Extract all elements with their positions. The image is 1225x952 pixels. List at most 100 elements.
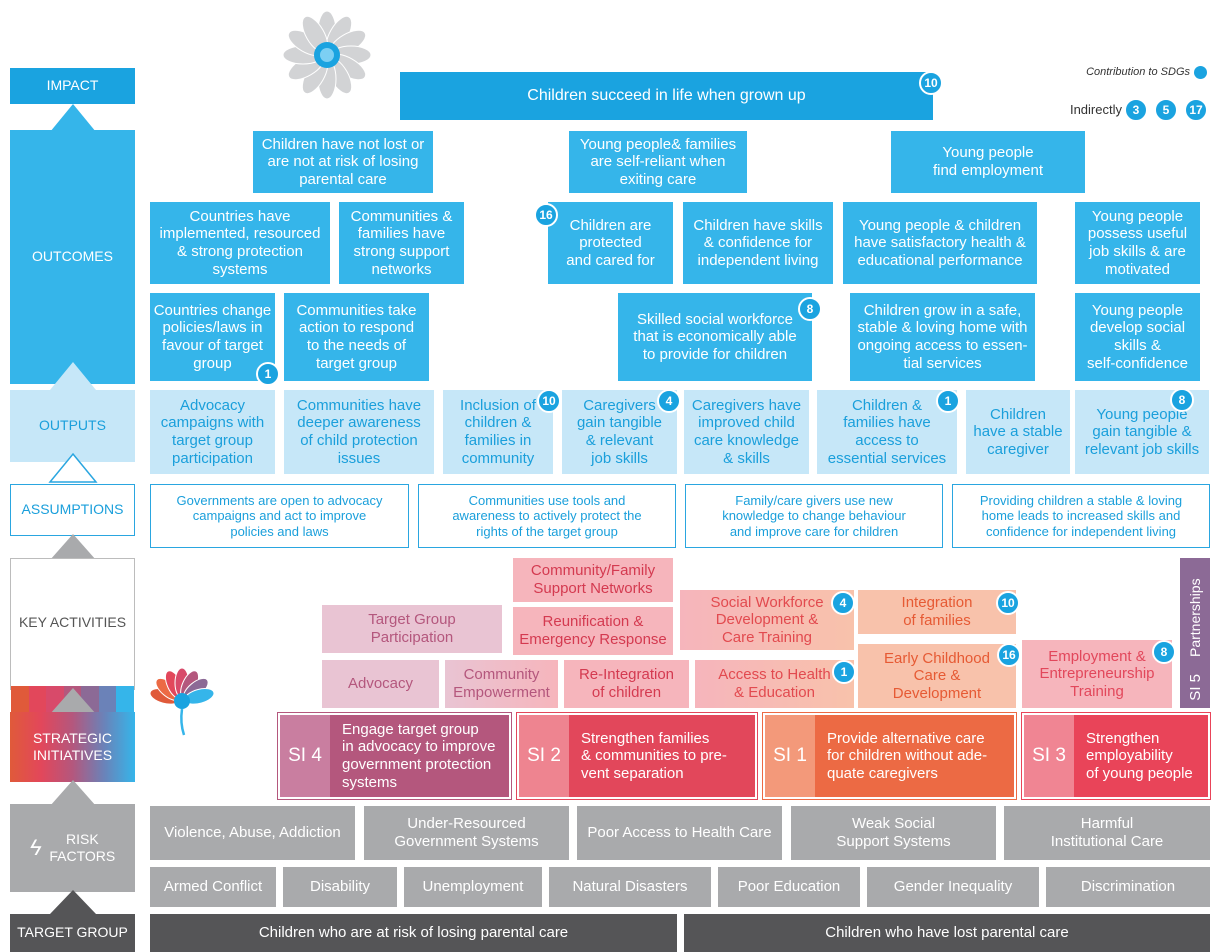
risk-factor: Disability [283,867,397,907]
arrow-up-icon [50,890,96,914]
sdg-badge: 8 [798,297,822,321]
si-number: SI 3 [1024,715,1074,797]
activity-early-childhood: Early Childhood Care & Development [858,644,1016,708]
activity-community-family-support: Community/Family Support Networks [513,558,673,602]
sdg-indirectly-label: Indirectly [1069,102,1122,118]
activity-access-health: Access to Health & Education [695,660,854,708]
si-text: Strengthen employability of young people [1086,729,1193,782]
outcome-box: Children have not lost or are not at ris… [253,131,433,193]
sdg-badge: 16 [997,643,1021,667]
outcome-box: Countries have implemented, resourced & … [150,202,330,284]
arrow-up-icon [50,362,96,390]
assumption-box: Communities use tools and awareness to a… [418,484,676,548]
sdg-badge: 8 [1152,640,1176,664]
assumption-box: Family/care givers use new knowledge to … [685,484,943,548]
output-box: Communities have deeper awareness of chi… [284,390,434,474]
activity-community-empowerment: Community Empowerment [445,660,558,708]
outcome-box: Children have skills & confidence for in… [683,202,833,284]
outcome-box: Countries change policies/laws in favour… [150,293,275,381]
assumption-box: Providing children a stable & loving hom… [952,484,1210,548]
si-text: Provide alternative care for children wi… [827,729,988,782]
arrow-up-icon [50,688,96,714]
risk-factor: Discrimination [1046,867,1210,907]
output-box: Inclusion of children & families in comm… [443,390,553,474]
activity-target-group-participation: Target Group Participation [322,605,502,653]
activity-employment: Employment & Entrepreneurship Training [1022,640,1172,708]
risk-factor: Under-Resourced Government Systems [364,806,569,860]
sdg-badge: 17 [1184,98,1208,122]
sdg-badge: 5 [1154,98,1178,122]
risk-factors-text: RISK FACTORS [49,830,116,865]
partnerships-column: Partnerships SI 5 [1180,558,1210,708]
risk-factor: Unemployment [404,867,542,907]
activity-reintegration: Re-Integration of children [564,660,689,708]
strategic-initiative-si3: SI 3 Strengthen employability of young p… [1021,712,1211,800]
si-text: Strengthen families & communities to pre… [581,729,727,782]
risk-factor: Armed Conflict [150,867,276,907]
label-assumptions: ASSUMPTIONS [10,484,135,536]
label-outputs: OUTPUTS [10,390,135,462]
outcome-box: Young people find employment [891,131,1085,193]
arrow-up-outline-icon [48,452,98,483]
outcome-box: Skilled social workforce that is economi… [618,293,812,381]
strategic-initiative-si1: SI 1 Provide alternative care for childr… [762,712,1017,800]
partnerships-label: Partnerships [1187,578,1203,657]
strategic-initiative-si4: SI 4 Engage target group in advocacy to … [277,712,512,800]
flower-logo-grey [282,10,372,100]
lightning-icon: ϟ [29,835,42,861]
flower-logo-color [150,667,214,736]
sdg-badge: 3 [1124,98,1148,122]
output-box: Children & families have access to essen… [817,390,957,474]
sdg-legend-dot [1194,66,1207,79]
target-group-box: Children who have lost parental care [684,914,1210,952]
sdg-badge: 1 [832,660,856,684]
sdg-badge: 4 [657,389,681,413]
outcome-box: Children are protected and cared for [548,202,673,284]
si5-label: SI 5 [1186,673,1204,701]
sdg-badge: 1 [936,389,960,413]
label-risk-factors: ϟ RISK FACTORS [10,804,135,892]
activity-advocacy: Advocacy [322,660,439,708]
label-key-activities: KEY ACTIVITIES [10,558,135,726]
assumption-box: Governments are open to advocacy campaig… [150,484,409,548]
outcome-box: Young people & children have satisfactor… [843,202,1037,284]
impact-box: Children succeed in life when grown up [400,72,933,120]
arrow-up-icon [50,780,96,806]
risk-factor: Violence, Abuse, Addiction [150,806,355,860]
risk-factor: Poor Education [718,867,860,907]
sdg-badge: 10 [996,591,1020,615]
sdg-badge: 8 [1170,388,1194,412]
risk-factor: Gender Inequality [867,867,1039,907]
outcome-box: Young people& families are self-reliant … [569,131,747,193]
risk-factor: Natural Disasters [549,867,711,907]
risk-factor: Poor Access to Health Care [577,806,782,860]
si-number: SI 1 [765,715,815,797]
output-box: Advocacy campaigns with target group par… [150,390,275,474]
label-impact: IMPACT [10,68,135,104]
outcome-box: Children grow in a safe, stable & loving… [850,293,1035,381]
sdg-badge: 1 [256,362,280,386]
si-number: SI 4 [280,715,330,797]
activity-reunification: Reunification & Emergency Response [513,607,673,655]
arrow-up-icon [50,534,96,560]
outcome-box: Communities take action to respond to th… [284,293,429,381]
si-text: Engage target group in advocacy to impro… [342,720,496,791]
si-number: SI 2 [519,715,569,797]
key-activities-text: KEY ACTIVITIES [18,613,127,630]
activity-integration-families: Integration of families [858,590,1016,634]
sdg-badge: 10 [537,389,561,413]
outcome-box: Young people develop social skills & sel… [1075,293,1200,381]
sdg-contribution-label: Contribution to SDGs [1086,65,1190,78]
arrow-up-icon [50,104,96,132]
sdg-badge: 16 [534,203,558,227]
output-box: Caregivers have improved child care know… [684,390,809,474]
outcome-box: Communities & families have strong suppo… [339,202,464,284]
output-box: Children have a stable caregiver [966,390,1070,474]
sdg-badge: 10 [919,71,943,95]
sdg-badge: 4 [831,591,855,615]
risk-factor: Weak Social Support Systems [791,806,996,860]
label-target-group: TARGET GROUP [10,914,135,952]
strategic-initiative-si2: SI 2 Strengthen families & communities t… [516,712,758,800]
label-outcomes: OUTCOMES [10,130,135,384]
target-group-box: Children who are at risk of losing paren… [150,914,677,952]
